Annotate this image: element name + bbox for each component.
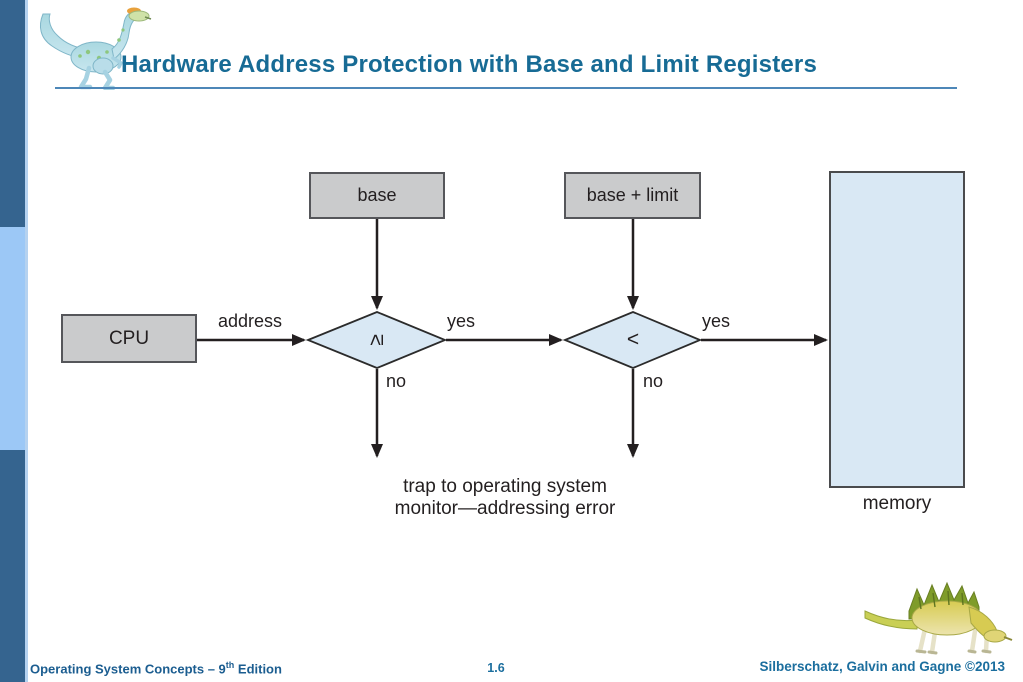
trap-caption-line1: trap to operating system (403, 476, 607, 497)
footer-course-title: Operating System Concepts – 9th Edition (30, 660, 282, 676)
footer-course-main: Operating System Concepts – 9 (30, 661, 226, 677)
gte-symbol-glyph: ≥ (365, 334, 388, 346)
gte-symbol: ≥ (352, 315, 402, 365)
dinosaur-logo-bottom-icon (863, 575, 1015, 655)
base-plus-limit-register-label: base + limit (586, 185, 679, 205)
base-register-box (309, 172, 445, 219)
yes-edge-label-1: yes (447, 311, 476, 331)
footer-edition-suffix: Edition (234, 661, 282, 677)
yes-edge-label-2: yes (702, 311, 731, 331)
sidebar-edge-stripe (25, 0, 28, 682)
dinosaur-logo-top-icon (33, 6, 165, 90)
cpu-box (61, 314, 197, 363)
no-edge-label-2: no (643, 371, 664, 391)
slide-title: Hardware Address Protection with Base an… (121, 51, 818, 78)
sidebar-segment-dark-top (0, 0, 25, 227)
trap-caption: trap to operating system monitor—address… (345, 476, 665, 520)
sidebar-segment-dark-bottom (0, 450, 25, 682)
sidebar-accent-bar (0, 0, 28, 682)
trap-caption-line2: monitor—addressing error (394, 498, 616, 519)
memory-label: memory (862, 493, 932, 514)
gte-decision-diamond (305, 311, 448, 369)
base-plus-limit-register-box (564, 172, 701, 219)
base-register-label: base (357, 185, 397, 205)
cpu-label: CPU (108, 327, 150, 349)
footer-credits: Silberschatz, Galvin and Gagne ©2013 (759, 659, 1005, 674)
footer-page-number: 1.6 (487, 661, 505, 675)
lt-decision-diamond (562, 311, 703, 369)
memory-box (829, 171, 965, 488)
sidebar-segment-light (0, 227, 25, 450)
footer-edition-sup: th (225, 660, 235, 670)
no-edge-label-1: no (386, 371, 407, 391)
address-edge-label: address (217, 311, 283, 331)
title-divider (55, 87, 957, 89)
lt-symbol: < (626, 328, 640, 351)
